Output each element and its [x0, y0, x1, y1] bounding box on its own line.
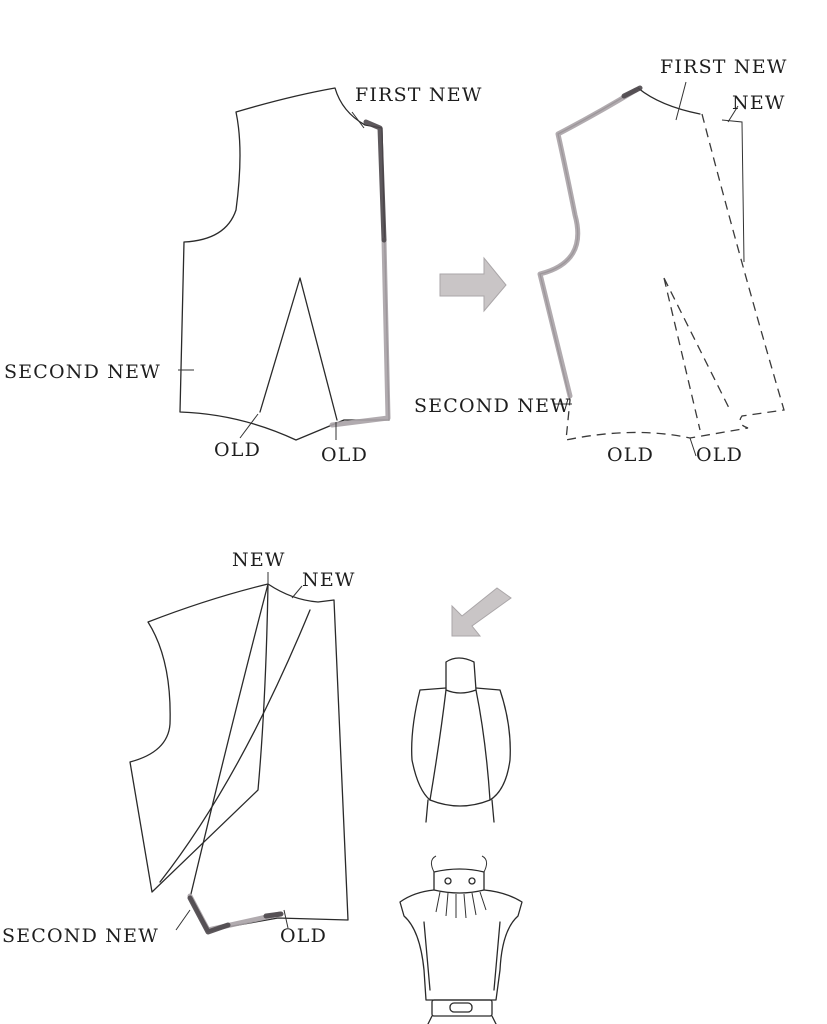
- back-skirt: [427, 1015, 497, 1024]
- panel-overlap-bodice: NEW NEW SECOND NEW OLD: [2, 549, 356, 947]
- label-first-new: FIRST NEW: [355, 84, 483, 106]
- bodice-outline: [179, 87, 390, 441]
- leader-old: [283, 909, 289, 929]
- leader-second-new: [175, 909, 191, 931]
- dart: [259, 277, 338, 421]
- label-first-new: FIRST NEW: [660, 56, 788, 78]
- leader-new-right: [291, 585, 303, 599]
- highlight-cf-dark: [363, 119, 387, 243]
- label-old-left: OLD: [214, 439, 261, 461]
- hair-strands: [430, 855, 488, 919]
- neck-collar: [445, 657, 477, 694]
- highlight-hem-dark: [187, 895, 284, 935]
- panel-original-bodice: FIRST NEW SECOND NEW OLD OLD: [4, 84, 483, 466]
- label-new: NEW: [732, 92, 786, 114]
- highlight-shoulder-dark: [621, 85, 643, 99]
- front-view-sketch: [411, 657, 511, 823]
- dart-dashed: [663, 277, 731, 431]
- leader-old-right: [689, 437, 697, 457]
- leader-first-new: [675, 81, 687, 121]
- leader-first-new: [351, 111, 365, 129]
- arrow-down-left-icon: [451, 587, 512, 637]
- back-view-sketch: [399, 855, 523, 1024]
- label-new-right: NEW: [302, 569, 356, 591]
- back-torso: [399, 889, 523, 1001]
- label-old-right: OLD: [696, 444, 743, 466]
- label-second-new: SECOND NEW: [414, 395, 571, 417]
- front-torso: [411, 687, 511, 807]
- front-piece-outline: [189, 583, 349, 931]
- collar-button-right: [468, 877, 476, 885]
- bodice-solid-outline: [539, 87, 701, 401]
- back-belt: [431, 999, 493, 1017]
- arrow-right-icon: [439, 256, 507, 313]
- highlight-cf-light: [329, 237, 391, 428]
- back-side-seams: [423, 921, 501, 991]
- label-old-right: OLD: [321, 444, 368, 466]
- new-bracket: [721, 119, 745, 263]
- panel-rotated-bodice: FIRST NEW NEW SECOND NEW OLD OLD: [414, 56, 788, 466]
- collar-button-left: [444, 877, 452, 885]
- leader-old-left: [239, 413, 259, 439]
- label-old: OLD: [280, 925, 327, 947]
- label-old-left: OLD: [607, 444, 654, 466]
- bodice-dashed-front: [565, 113, 785, 441]
- overlap-line: [159, 609, 311, 883]
- back-piece-outline: [129, 583, 269, 893]
- back-collar: [433, 868, 485, 894]
- label-second-new: SECOND NEW: [2, 925, 159, 947]
- label-second-new: SECOND NEW: [4, 361, 161, 383]
- label-new-left: NEW: [232, 549, 286, 571]
- leader-new: [727, 105, 739, 123]
- belt-buckle: [449, 1002, 473, 1013]
- waist-line: [425, 799, 495, 823]
- highlight-shoulder-light: [537, 87, 639, 399]
- halter-lines: [429, 689, 491, 801]
